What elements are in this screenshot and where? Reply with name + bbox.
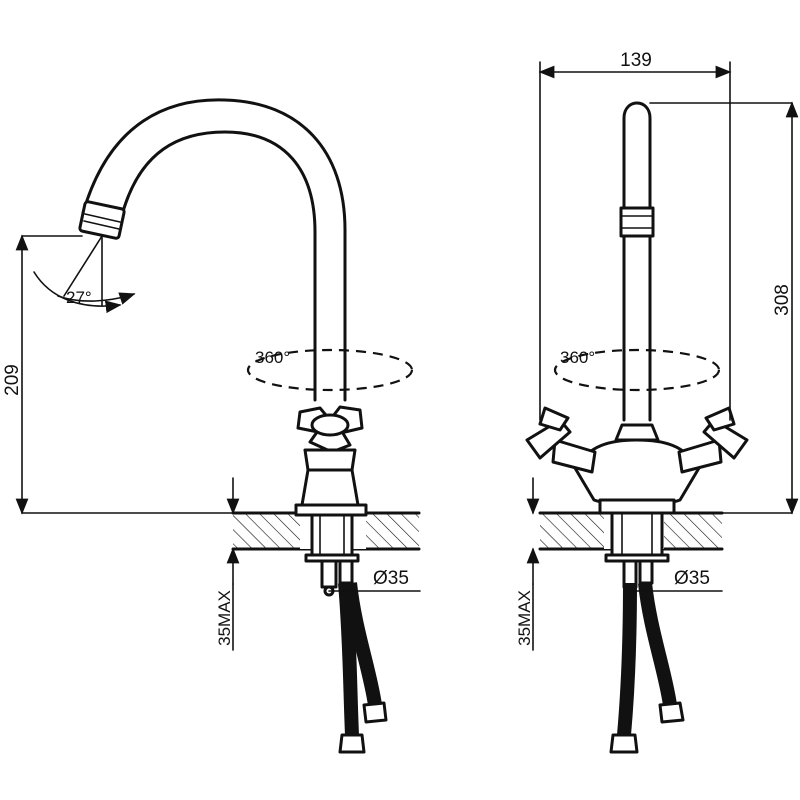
counter-slab-left: [21, 511, 421, 551]
swivel-label-right: 360°: [560, 348, 595, 367]
height-dimension: 209: [2, 234, 83, 515]
hoses-left: [338, 582, 388, 754]
faucet-body-right: [525, 406, 749, 515]
swivel-indicator-left: 360°: [246, 348, 414, 392]
hole-diameter-dimension-right: Ø35: [629, 568, 723, 592]
spout-left: [78, 98, 347, 402]
width-label: 139: [620, 50, 652, 71]
hole-diameter-dimension-left: Ø35: [328, 568, 421, 592]
aerator-angle: 27°: [33, 235, 136, 314]
under-body-right: [604, 511, 670, 597]
swivel-label-left: 360°: [255, 348, 290, 367]
hole-diameter-label-left: Ø35: [373, 568, 409, 589]
total-height-dimension: 308: [649, 101, 799, 515]
side-view: 360° 27° 209 35MAX Ø35: [2, 98, 421, 754]
hoses-right: [609, 582, 685, 754]
height-label: 209: [2, 364, 23, 396]
counter-slab-right: [538, 511, 793, 551]
front-view: 360° 139 308 35MAX Ø35: [515, 50, 799, 754]
aerator-angle-label: 27°: [66, 288, 92, 307]
width-dimension: 139: [538, 50, 732, 421]
hole-diameter-label-right: Ø35: [674, 568, 710, 589]
cross-handle-left: [296, 405, 364, 472]
faucet-body-left: [294, 468, 368, 597]
swivel-indicator-right: 360°: [553, 348, 721, 392]
deck-thickness-label-left: 35MAX: [215, 590, 234, 646]
deck-thickness-label-right: 35MAX: [515, 590, 534, 646]
deck-thickness-dimension-right: 35MAX: [515, 477, 540, 651]
total-height-label: 308: [772, 284, 793, 316]
deck-thickness-dimension-left: 35MAX: [215, 477, 240, 651]
